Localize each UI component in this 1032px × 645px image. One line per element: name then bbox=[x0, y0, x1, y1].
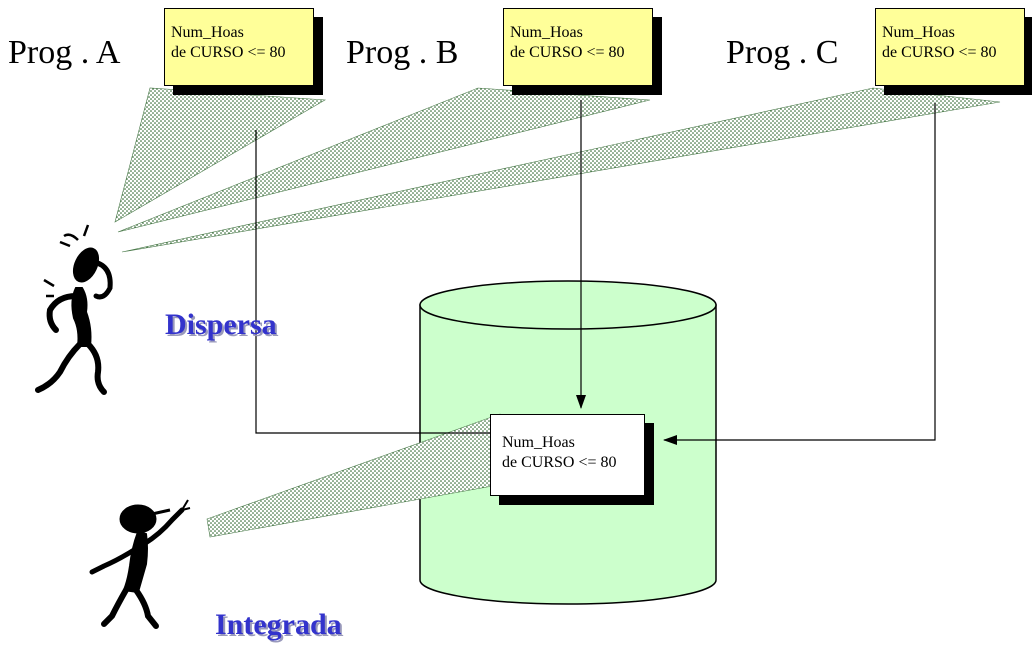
program-a-rule-line2: de CURSO <= 80 bbox=[171, 44, 286, 61]
confused-person-icon bbox=[35, 224, 113, 395]
program-b-rule-box: Num_Hoas de CURSO <= 80 bbox=[503, 8, 653, 86]
program-b-rule-line2: de CURSO <= 80 bbox=[510, 44, 625, 61]
happy-person-icon bbox=[89, 499, 191, 629]
program-c-rule-box: Num_Hoas de CURSO <= 80 bbox=[875, 8, 1025, 86]
program-a-rule-box: Num_Hoas de CURSO <= 80 bbox=[164, 8, 314, 86]
connector-a bbox=[255, 130, 492, 434]
program-a-label: Prog . A bbox=[8, 34, 121, 71]
database-rule-box: Num_Hoas de CURSO <= 80 bbox=[490, 414, 645, 496]
program-c-label: Prog . C bbox=[726, 34, 839, 71]
database-rule-line2: de CURSO <= 80 bbox=[502, 454, 617, 471]
program-c-rule-line2: de CURSO <= 80 bbox=[882, 44, 997, 61]
connector-c bbox=[663, 103, 936, 445]
caption-integrated: Integrada bbox=[215, 608, 342, 641]
caption-dispersed: Dispersa bbox=[165, 308, 277, 341]
program-b-rule-line1: Num_Hoas bbox=[510, 24, 583, 41]
beam-b bbox=[117, 87, 651, 233]
program-b-label: Prog . B bbox=[346, 34, 459, 71]
beam-a bbox=[114, 87, 326, 223]
program-c-rule-line1: Num_Hoas bbox=[882, 24, 955, 41]
beam-c bbox=[121, 87, 1001, 253]
database-rule-line1: Num_Hoas bbox=[502, 434, 575, 451]
program-a-rule-line1: Num_Hoas bbox=[171, 24, 244, 41]
